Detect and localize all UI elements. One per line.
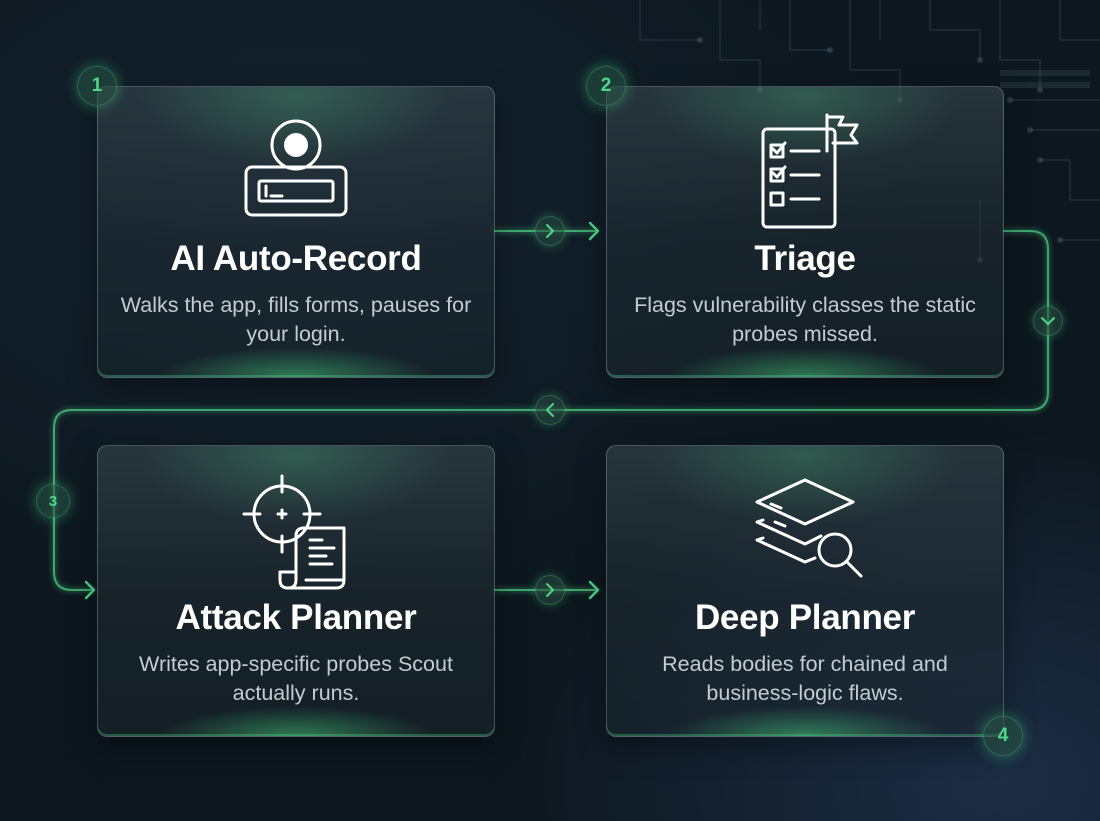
step-title: AI Auto-Record bbox=[170, 239, 422, 278]
step-description: Reads bodies for chained and business-lo… bbox=[662, 652, 948, 705]
arrowhead-1-2 bbox=[588, 221, 600, 241]
arrowhead-3-4 bbox=[588, 580, 600, 600]
checklist-flag-icon bbox=[761, 113, 859, 229]
arrow-dot-3-4 bbox=[535, 575, 565, 605]
step-description: Flags vulnerability classes the static p… bbox=[634, 293, 976, 346]
step-description: Walks the app, fills forms, pauses for y… bbox=[120, 293, 472, 346]
step-card-1: AI Auto-Record Walks the app, fills form… bbox=[97, 86, 495, 378]
recorder-icon bbox=[244, 119, 348, 217]
crosshair-script-icon bbox=[242, 474, 346, 590]
arrowhead-into-3 bbox=[84, 580, 96, 600]
step-card-2: Triage Flags vulnerability classes the s… bbox=[606, 86, 1004, 378]
step-title: Triage bbox=[754, 239, 856, 278]
arrow-dot-left bbox=[535, 395, 565, 425]
step-badge-1: 1 bbox=[77, 66, 117, 106]
layers-magnifier-icon bbox=[755, 478, 863, 578]
step-description: Writes app-specific probes Scout actuall… bbox=[139, 652, 453, 705]
arrow-dot-1-2 bbox=[535, 216, 565, 246]
arrow-dot-down bbox=[1033, 306, 1063, 336]
step-title: Deep Planner bbox=[694, 598, 916, 637]
step-badge-2: 2 bbox=[586, 66, 626, 106]
step-title: Attack Planner bbox=[175, 598, 417, 637]
step-card-3: Attack Planner Writes app-specific probe… bbox=[97, 445, 495, 737]
step-badge-4: 4 bbox=[983, 716, 1023, 756]
step-badge-3: 3 bbox=[36, 484, 70, 518]
step-card-4: Deep Planner Reads bodies for chained an… bbox=[606, 445, 1004, 737]
